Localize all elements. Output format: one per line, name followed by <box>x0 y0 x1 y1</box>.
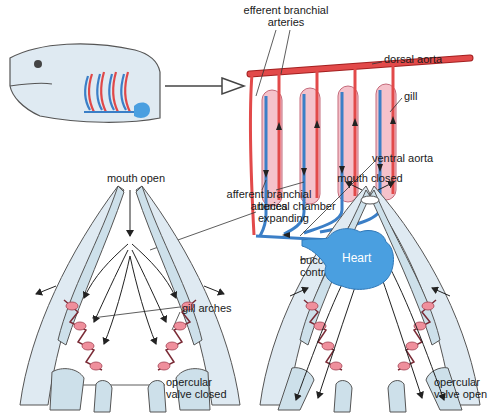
head-mouth-open-part-part <box>66 302 78 310</box>
head-mouth-closed-part <box>370 186 480 405</box>
head-mouth-closed-part-part <box>398 362 410 370</box>
vessel-label: dorsal aorta <box>384 53 464 65</box>
heart-body <box>302 229 394 290</box>
fish-head-part-part <box>113 72 118 112</box>
head-mouth-open-part-part <box>82 342 94 350</box>
fish-head-part <box>85 72 130 112</box>
state-label: mouth closed <box>328 172 412 184</box>
fish-head-part <box>10 44 160 122</box>
head-mouth-open-part-part <box>130 190 131 236</box>
leader-lines-part <box>372 62 382 64</box>
head-mouth-closed-part <box>361 196 379 204</box>
leader-lines-part <box>256 30 276 96</box>
head-mouth-open-part <box>148 381 166 412</box>
zoom-arrow-part <box>222 78 244 94</box>
fish-head-part <box>84 111 140 113</box>
head-mouth-open-part-part <box>104 256 130 344</box>
circulation-part-part <box>263 170 269 178</box>
leader-lines-part <box>281 30 290 74</box>
circulation-part-part <box>316 70 319 198</box>
head-mouth-open-part <box>66 302 194 370</box>
head-mouth-closed-part-part <box>306 302 318 310</box>
zoom-arrow-part <box>165 85 222 87</box>
heart-shape: Heart <box>300 226 396 292</box>
head-mouth-closed-part-part <box>432 288 450 296</box>
head-mouth-closed-part-part <box>330 362 342 370</box>
circulation-part-part <box>314 120 320 128</box>
head-mouth-closed-part <box>306 302 434 370</box>
state-label: mouth open <box>96 172 176 184</box>
circulation-part <box>256 90 380 240</box>
head-mouth-open-part-part <box>166 342 178 350</box>
fish-head-part-part <box>125 72 130 112</box>
heart-label: Heart <box>342 252 371 265</box>
fish-head-part-part <box>89 74 94 112</box>
circulation-part-part <box>301 168 307 176</box>
fish-head <box>10 44 160 122</box>
head-mouth-open-part <box>50 369 84 410</box>
head-mouth-closed-part-part <box>322 342 334 350</box>
head-mouth-closed-part-part <box>290 288 308 296</box>
head-mouth-open-part-part <box>90 362 102 370</box>
fish-head-part-part <box>97 74 102 110</box>
head-mouth-open-part-part <box>36 286 56 294</box>
zoom-arrow <box>165 78 244 94</box>
head-mouth-closed-part-part <box>406 342 418 350</box>
part-label: gill <box>404 90 444 102</box>
head-mouth-open-part <box>94 381 112 412</box>
fish-head-part <box>34 60 42 68</box>
head-mouth-closed-part <box>388 381 406 412</box>
head-mouth-open-part-part <box>158 362 170 370</box>
leader-lines-part <box>390 98 402 112</box>
fish-head-part <box>10 83 52 86</box>
circulation-part-part <box>352 118 358 126</box>
head-mouth-open-part-part <box>130 256 156 344</box>
fish-head-part-part <box>101 72 106 112</box>
circulation-part-part <box>390 116 396 124</box>
head-mouth-open-part-part <box>74 322 86 330</box>
head-mouth-open-part <box>136 186 202 345</box>
head-mouth-closed-part-part <box>422 302 434 310</box>
circulation-part-part <box>282 232 290 238</box>
head-mouth-open-part-part <box>204 286 224 294</box>
circulation-part-part <box>278 72 281 200</box>
fish-head-part-part <box>85 76 90 110</box>
head-mouth-open-part <box>36 190 224 344</box>
head-mouth-open-part <box>64 300 102 370</box>
leader-lines-part <box>92 307 180 318</box>
artery-label: efferent branchial arteries <box>236 4 336 28</box>
head-mouth-closed-part <box>304 300 342 370</box>
fish-head-part-part <box>121 74 126 110</box>
head-mouth-closed-part <box>290 182 450 400</box>
head-mouth-closed-part <box>278 368 314 410</box>
head-mouth-open-part <box>58 186 124 345</box>
circulation-part-part <box>276 122 282 130</box>
head-mouth-closed-part <box>398 300 436 370</box>
valve-label: opercular valve open <box>434 376 500 400</box>
vessel-label: ventral aorta <box>372 152 472 164</box>
fish-head-part <box>134 103 150 118</box>
chamber-label: buccal chamber expanding <box>258 200 350 224</box>
fish-head-part-part <box>109 74 114 110</box>
head-mouth-open <box>20 186 240 412</box>
circulation-part-part <box>377 164 383 172</box>
part-label: gill arches <box>182 302 232 314</box>
valve-label: opercular valve closed <box>166 376 236 400</box>
head-mouth-closed-part <box>334 381 352 412</box>
head-mouth-open-part-part <box>174 322 186 330</box>
circulation-part <box>251 64 393 235</box>
